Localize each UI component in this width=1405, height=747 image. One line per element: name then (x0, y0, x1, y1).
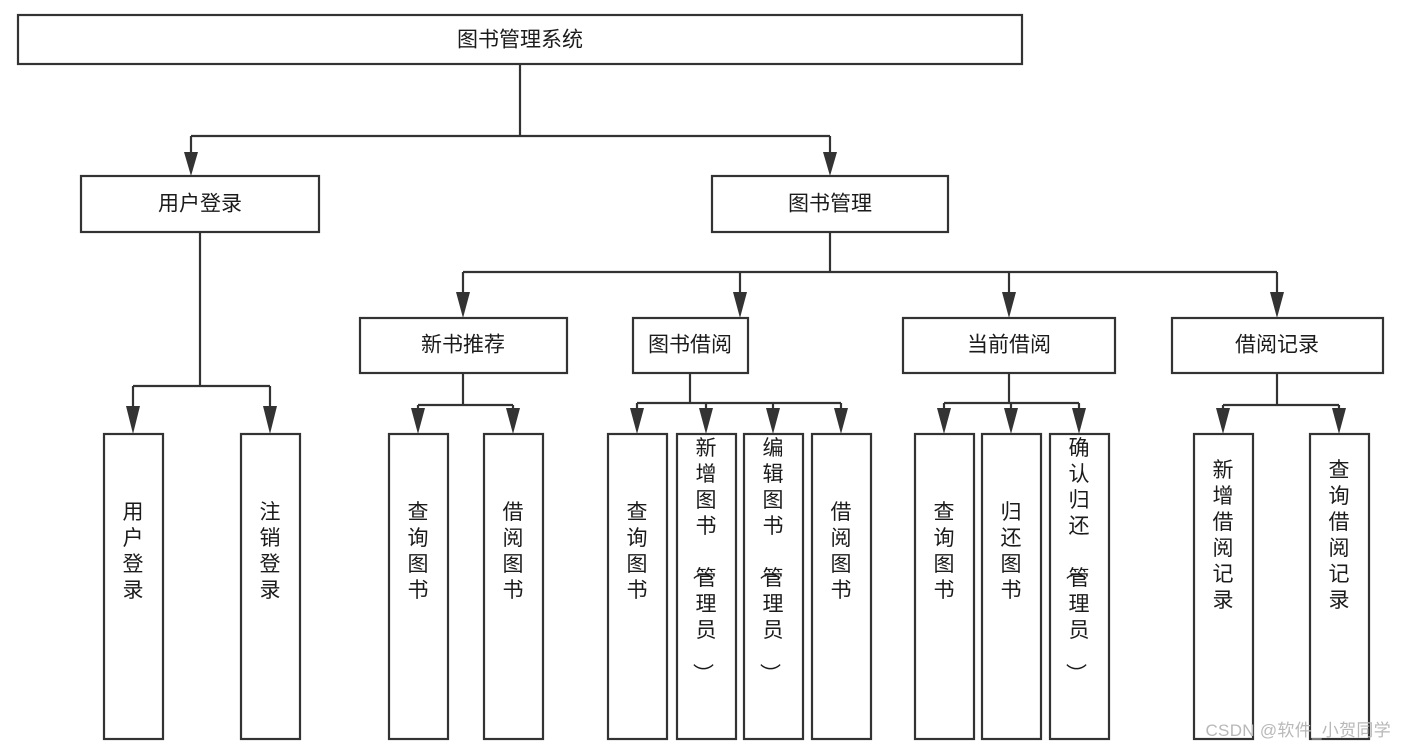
leaf-borrow-book-2[interactable]: 借阅图书 (810, 432, 873, 741)
leaf-add-record-box[interactable] (1192, 432, 1255, 741)
node-user-login[interactable]: 用户登录 (79, 174, 321, 234)
arrow-to-leaf-add-book (699, 408, 713, 434)
leaf-logout-login-box[interactable] (239, 432, 302, 741)
arrow-to-leaf-logout-login (263, 406, 277, 434)
leaf-borrow-book-1-box[interactable] (482, 432, 545, 741)
arrow-to-current-borrow (1002, 292, 1016, 318)
leaf-edit-book-box[interactable] (742, 432, 805, 741)
leaf-query-book-2-box[interactable] (606, 432, 669, 741)
leaf-query-book-2[interactable]: 查询图书 (606, 432, 669, 741)
node-root-label: 图书管理系统 (457, 29, 583, 52)
leaf-user-login[interactable]: 用户登录 (102, 432, 165, 741)
node-book-borrow[interactable]: 图书借阅 (631, 316, 750, 375)
leaf-query-book-1-box[interactable] (387, 432, 450, 741)
leaf-add-book[interactable]: 新增图书（管理员） (675, 432, 738, 741)
node-current-borrow-box[interactable] (901, 316, 1117, 375)
node-borrow-record-box[interactable] (1170, 316, 1385, 375)
leaf-query-record-box[interactable] (1308, 432, 1371, 741)
csdn-watermark: CSDN @软件_小贺同学 (1205, 721, 1391, 740)
node-book-borrow-label: 图书借阅 (648, 334, 732, 357)
leaf-logout-login-label: 注销登录 (260, 501, 281, 602)
arrow-to-leaf-query-record (1332, 408, 1346, 434)
arrow-to-leaf-add-record (1216, 408, 1230, 434)
leaf-query-record[interactable]: 查询借阅记录 (1308, 432, 1371, 741)
leaf-confirm-return[interactable]: 确认归还（管理员） (1048, 432, 1111, 741)
leaf-edit-book-label: 编辑图书（管理员） (758, 437, 784, 684)
node-new-book-recommend-label: 新书推荐 (421, 334, 505, 357)
leaf-logout-login[interactable]: 注销登录 (239, 432, 302, 741)
arrow-to-leaf-query-book-1 (411, 408, 425, 434)
node-new-book-recommend[interactable]: 新书推荐 (358, 316, 569, 375)
node-book-management-label: 图书管理 (788, 193, 872, 216)
leaf-borrow-book-2-box[interactable] (810, 432, 873, 741)
leaf-add-book-box[interactable] (675, 432, 738, 741)
node-root-box[interactable] (16, 13, 1024, 66)
arrow-to-leaf-return-book (1004, 408, 1018, 434)
leaf-add-record-label: 新增借阅记录 (1213, 459, 1234, 612)
arrow-to-book-management (823, 152, 837, 176)
leaf-edit-book[interactable]: 编辑图书（管理员） (742, 432, 805, 741)
leaf-query-book-3[interactable]: 查询图书 (913, 432, 976, 741)
node-book-borrow-box[interactable] (631, 316, 750, 375)
leaf-add-record[interactable]: 新增借阅记录 (1192, 432, 1255, 741)
leaf-borrow-book-1-label: 借阅图书 (503, 501, 524, 602)
node-new-book-recommend-box[interactable] (358, 316, 569, 375)
node-book-management[interactable]: 图书管理 (710, 174, 950, 234)
leaf-confirm-return-label: 确认归还（管理员） (1064, 437, 1090, 684)
leaf-return-book-label: 归还图书 (1001, 501, 1022, 602)
arrow-to-leaf-user-login (126, 406, 140, 434)
node-user-login-label: 用户登录 (158, 193, 242, 216)
leaf-user-login-label: 用户登录 (123, 501, 144, 602)
leaf-borrow-book-2-label: 借阅图书 (831, 501, 852, 602)
leaf-add-book-label: 新增图书（管理员） (691, 437, 717, 684)
arrow-to-leaf-query-book-3 (937, 408, 951, 434)
leaf-query-book-1-label: 查询图书 (408, 501, 429, 602)
leaf-query-book-3-label: 查询图书 (934, 501, 955, 602)
node-current-borrow[interactable]: 当前借阅 (901, 316, 1117, 375)
leaf-borrow-book-1[interactable]: 借阅图书 (482, 432, 545, 741)
leaf-query-book-1[interactable]: 查询图书 (387, 432, 450, 741)
leaf-return-book-box[interactable] (980, 432, 1043, 741)
leaf-return-book[interactable]: 归还图书 (980, 432, 1043, 741)
node-book-management-box[interactable] (710, 174, 950, 234)
leaf-user-login-box[interactable] (102, 432, 165, 741)
arrow-to-new-book-recommend (456, 292, 470, 318)
arrow-to-user-login (184, 152, 198, 176)
arrow-to-leaf-borrow-book-2 (834, 408, 848, 434)
arrow-to-book-borrow (733, 292, 747, 318)
arrow-to-leaf-borrow-book-1 (506, 408, 520, 434)
leaf-query-record-label: 查询借阅记录 (1329, 459, 1350, 612)
node-current-borrow-label: 当前借阅 (967, 334, 1051, 357)
node-borrow-record[interactable]: 借阅记录 (1170, 316, 1385, 375)
arrow-to-borrow-record (1270, 292, 1284, 318)
node-user-login-box[interactable] (79, 174, 321, 234)
arrow-to-leaf-query-book-2 (630, 408, 644, 434)
connector-layer (126, 64, 1346, 434)
node-root[interactable]: 图书管理系统 (16, 13, 1024, 66)
leaf-query-book-3-box[interactable] (913, 432, 976, 741)
leaf-confirm-return-box[interactable] (1048, 432, 1111, 741)
arrow-to-leaf-edit-book (766, 408, 780, 434)
arrow-to-leaf-confirm-return (1072, 408, 1086, 434)
node-borrow-record-label: 借阅记录 (1235, 334, 1319, 357)
leaf-query-book-2-label: 查询图书 (627, 501, 648, 602)
